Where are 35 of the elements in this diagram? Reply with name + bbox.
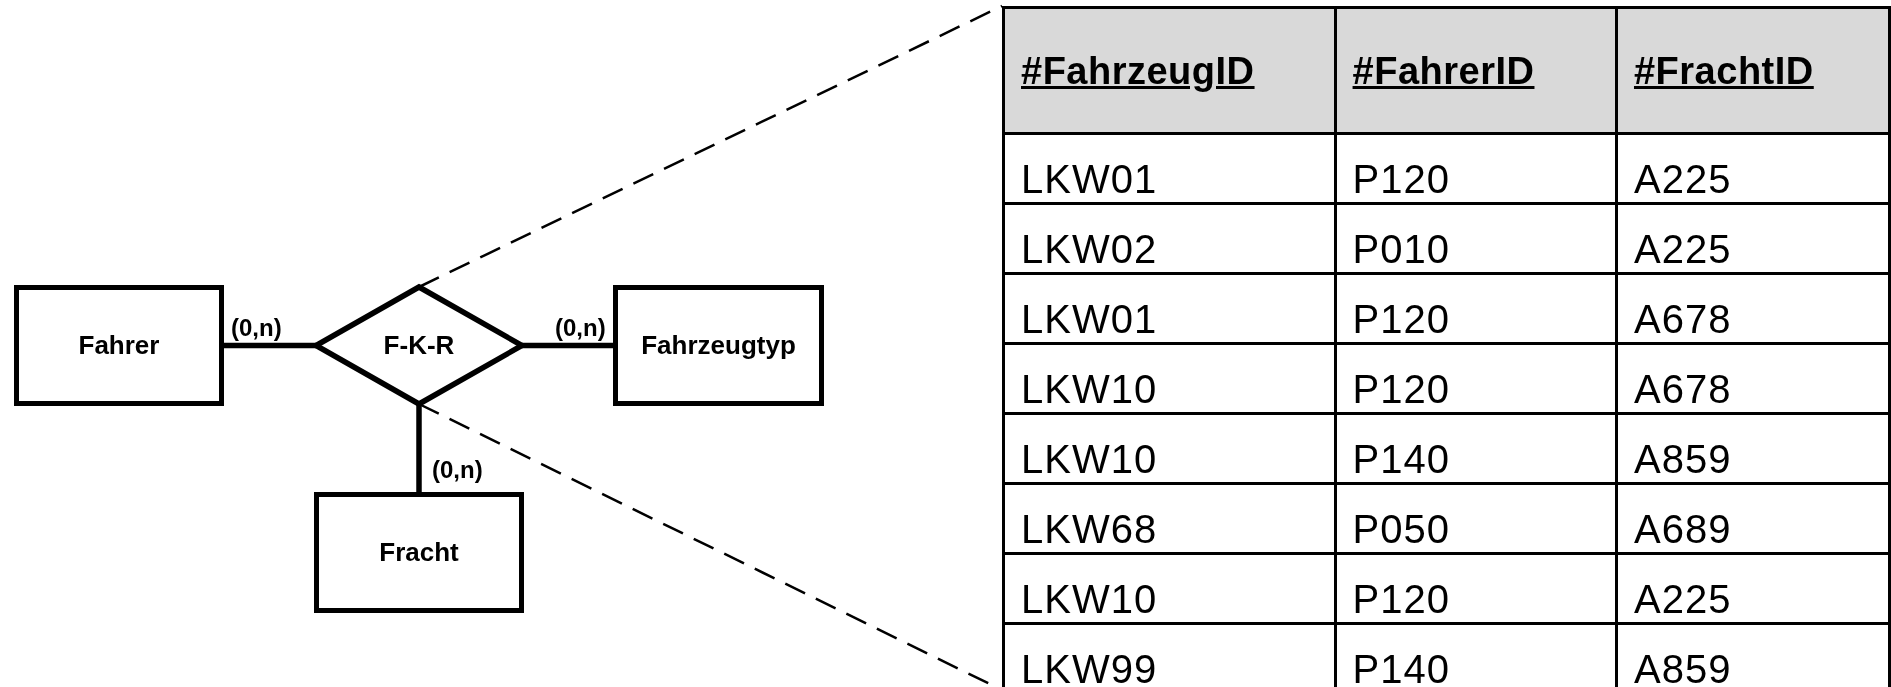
table-cell: A225: [1616, 553, 1890, 624]
entity-box: [14, 285, 224, 406]
table-cell: LKW10: [1003, 413, 1336, 484]
table-cell: A225: [1616, 133, 1890, 204]
table-cell: LKW10: [1003, 553, 1336, 624]
table-cell: P140: [1335, 413, 1617, 484]
table-cell: P120: [1335, 343, 1617, 414]
connector-line: [224, 342, 316, 349]
table-cell: LKW01: [1003, 273, 1336, 344]
table-cell: LKW02: [1003, 203, 1336, 274]
entity-name: Fahrer: [78, 330, 160, 361]
entity-box: [613, 285, 824, 406]
table-cell: LKW10: [1003, 343, 1336, 414]
entity-name: Fracht: [379, 537, 459, 568]
table-cell: A689: [1616, 483, 1890, 554]
column-header: #FrachtID: [1616, 7, 1890, 134]
table-cell: P120: [1335, 553, 1617, 624]
table-cell: P120: [1335, 273, 1617, 344]
column-header: #FahrzeugID: [1003, 7, 1336, 134]
table-cell: LKW99: [1003, 623, 1336, 687]
table-cell: A225: [1616, 203, 1890, 274]
table-cell: LKW01: [1003, 133, 1336, 204]
table-cell: P120: [1335, 133, 1617, 204]
table-cell: A678: [1616, 273, 1890, 344]
table-cell: LKW68: [1003, 483, 1336, 554]
connector-line: [522, 342, 613, 349]
column-header: #FahrerID: [1335, 7, 1617, 134]
table-cell: A859: [1616, 413, 1890, 484]
entity-box: [314, 492, 524, 613]
entity-name: Fahrzeugtyp: [641, 330, 796, 361]
connector-line: [416, 404, 422, 492]
cardinality-label: (0,n): [431, 457, 484, 483]
table-cell: P050: [1335, 483, 1617, 554]
table-cell: A678: [1616, 343, 1890, 414]
table-cell: P010: [1335, 203, 1617, 274]
